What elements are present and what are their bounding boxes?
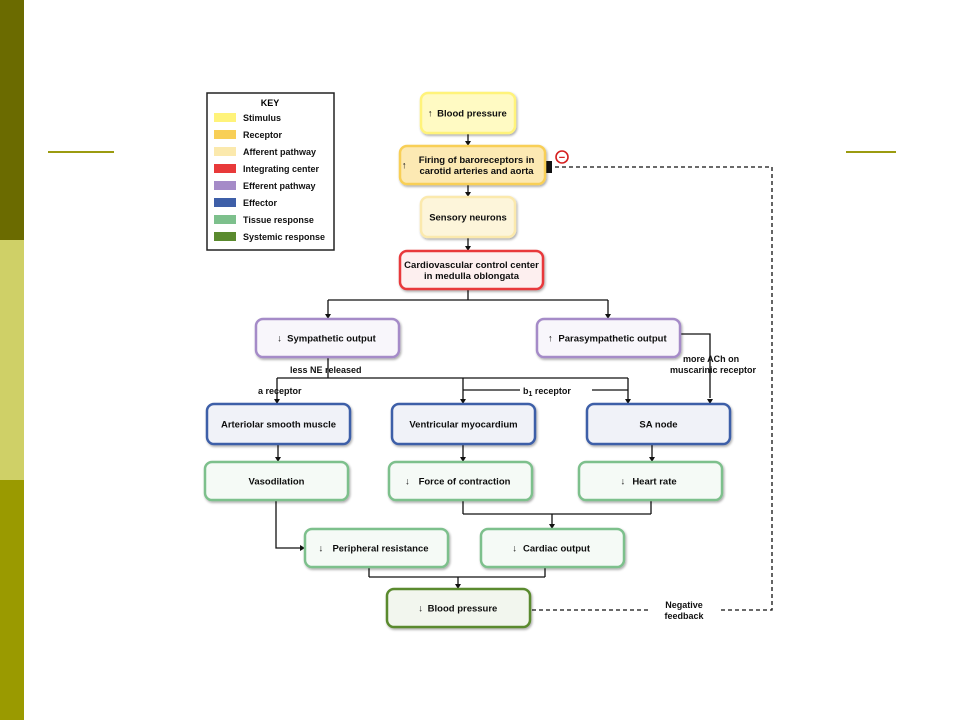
key-swatch — [214, 113, 236, 122]
node-label: Blood pressure — [437, 109, 507, 120]
key-swatch — [214, 164, 236, 173]
key-label: Integrating center — [243, 164, 320, 174]
side-band-dark — [0, 0, 24, 240]
node-parasympathetic: Parasympathetic output ↑ — [535, 317, 682, 359]
up-arrow-icon: ↑ — [428, 109, 433, 120]
feedback-label: feedback — [664, 611, 704, 621]
node-cardiac: Cardiac output ↓ — [479, 527, 626, 569]
key-item-systemic: Systemic response — [214, 232, 325, 242]
node-label: Cardiac output — [523, 544, 591, 555]
node-label: Arteriolar smooth muscle — [221, 420, 336, 431]
node-label: Blood pressure — [428, 604, 498, 615]
b1-receptor-label: b1 receptor — [523, 386, 571, 398]
more-ach-label: more ACh on — [683, 354, 739, 364]
key-label: Systemic response — [243, 232, 325, 242]
key-label: Tissue response — [243, 215, 314, 225]
node-arteriolar: Arteriolar smooth muscle — [205, 402, 352, 446]
key-label: Receptor — [243, 130, 283, 140]
node-label: Sympathetic output — [287, 334, 377, 345]
key-swatch — [214, 130, 236, 139]
node-label: Ventricular myocardium — [409, 420, 517, 431]
node-label: Parasympathetic output — [558, 334, 667, 345]
up-arrow-icon: ↑ — [402, 161, 407, 172]
down-arrow-icon: ↓ — [512, 544, 517, 555]
node-sensory: Sensory neurons — [419, 195, 517, 239]
node-vasodilation: Vasodilation — [203, 460, 350, 502]
node-label: Force of contraction — [419, 477, 511, 488]
key-swatch — [214, 215, 236, 224]
key-item-afferent: Afferent pathway — [214, 147, 316, 157]
key-item-receptor: Receptor — [214, 130, 283, 140]
down-arrow-icon: ↓ — [405, 477, 410, 488]
key-swatch — [214, 181, 236, 190]
key-item-tissue: Tissue response — [214, 215, 314, 225]
key-label: Effector — [243, 198, 278, 208]
pathway-labels: less NE released a receptor b1 receptor … — [258, 354, 757, 398]
down-arrow-icon: ↓ — [621, 477, 626, 488]
negative-label: Negative — [665, 600, 703, 610]
down-arrow-icon: ↓ — [277, 334, 282, 345]
key-label: Efferent pathway — [243, 181, 316, 191]
up-arrow-icon: ↑ — [548, 334, 553, 345]
node-label: Sensory neurons — [429, 213, 507, 224]
minus-sign-icon — [555, 150, 569, 164]
node-label: Vasodilation — [249, 477, 305, 488]
key-title: KEY — [261, 98, 280, 108]
node-ventricular: Ventricular myocardium — [390, 402, 537, 446]
muscarinic-label: muscarinic receptor — [670, 365, 757, 375]
node-sympathetic: Sympathetic output ↓ — [254, 317, 401, 359]
a-receptor-label: a receptor — [258, 386, 302, 396]
key-label: Afferent pathway — [243, 147, 316, 157]
negative-feedback-loop: Negative feedback − — [532, 150, 773, 624]
key-item-integrating: Integrating center — [214, 164, 320, 174]
node-peripheral: Peripheral resistance ↓ — [303, 527, 450, 569]
key-item-stimulus: Stimulus — [214, 113, 281, 123]
down-arrow-icon: ↓ — [418, 604, 423, 615]
less-ne-label: less NE released — [290, 365, 362, 375]
node-bp-down: Blood pressure ↓ — [385, 587, 532, 629]
key-swatch — [214, 147, 236, 156]
node-label: Peripheral resistance — [332, 544, 428, 555]
node-force: Force of contraction ↓ — [387, 460, 534, 502]
decorative-rule-right — [846, 151, 896, 153]
key-item-efferent: Efferent pathway — [214, 181, 316, 191]
node-label: SA node — [639, 420, 677, 431]
side-band-light — [0, 240, 24, 480]
decorative-rule-left — [48, 151, 114, 153]
key-swatch — [214, 232, 236, 241]
key-swatch — [214, 198, 236, 207]
node-sa-node: SA node — [585, 402, 732, 446]
down-arrow-icon: ↓ — [319, 544, 324, 555]
key-item-effector: Effector — [214, 198, 278, 208]
node-bp-up: Blood pressure ↑ — [419, 91, 517, 135]
key-label: Stimulus — [243, 113, 281, 123]
minus-symbol: − — [559, 152, 565, 164]
node-label: Heart rate — [632, 477, 676, 488]
side-band-mid — [0, 480, 24, 720]
arrowheads — [274, 141, 713, 589]
node-heart-rate: Heart rate ↓ — [577, 460, 724, 502]
